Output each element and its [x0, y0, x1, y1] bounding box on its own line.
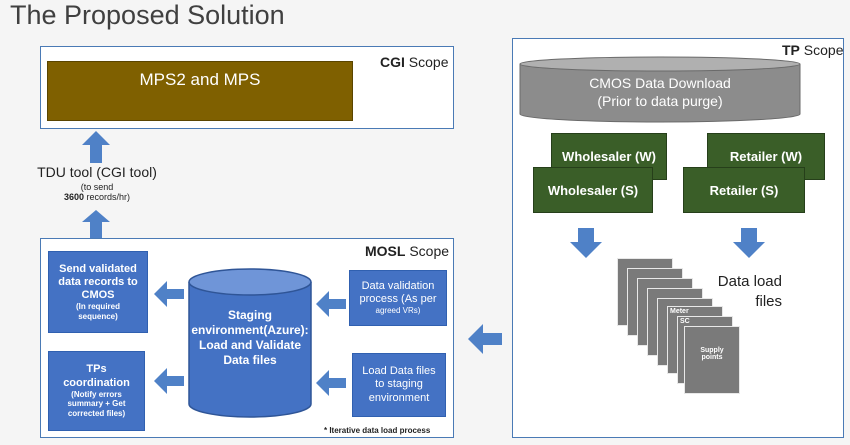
send-validated-line: data records to — [58, 275, 138, 288]
retailer-s-box: Retailer (S) — [683, 167, 805, 213]
load-data-line: Load Data files — [362, 365, 436, 378]
load-data-line: environment — [368, 391, 430, 404]
tps-coordination-line: TPs — [86, 363, 107, 376]
sc-file-label: SC — [680, 318, 690, 325]
data-load-files-label: Data load files — [716, 272, 782, 313]
send-validated-box: Send validated data records to CMOS (In … — [48, 251, 148, 333]
staging-line: environment(Azure): — [191, 323, 309, 337]
arrow-down-retailer — [733, 228, 765, 258]
staging-line: Staging — [228, 308, 272, 322]
tdu-rate-value: 3600 — [63, 192, 84, 202]
mosl-scope-suffix: Scope — [405, 243, 450, 259]
data-validation-line: process (As per — [359, 293, 437, 306]
load-data-line: to staging — [375, 378, 423, 391]
send-validated-line: Send validated — [59, 262, 137, 275]
arrow-left-to-tps-coordination — [154, 368, 184, 394]
mosl-scope-name: MOSL — [365, 243, 406, 259]
load-data-box: Load Data files to staging environment — [352, 353, 446, 417]
send-validated-line: CMOS — [81, 289, 115, 301]
supply-points-label: Supply points — [685, 347, 739, 361]
data-validation-line: Data validation — [361, 280, 435, 293]
cmos-download-label: CMOS Data Download (Prior to data purge) — [518, 74, 802, 110]
arrow-up-to-cgi — [82, 131, 110, 163]
meter-file-label: Meter — [670, 308, 689, 315]
arrow-left-to-send-validated — [154, 281, 184, 307]
cgi-scope-label: CGI Scope — [380, 54, 448, 70]
arrow-down-wholesaler — [570, 228, 602, 258]
tps-coordination-line: coordination — [63, 376, 130, 389]
tdu-tool-text: TDU tool (CGI tool) (to send 3600 record… — [14, 164, 180, 202]
arrow-up-from-mosl — [82, 210, 110, 238]
cmos-download-line: CMOS Data Download — [589, 75, 731, 91]
tp-scope-name: TP — [782, 42, 800, 58]
data-file-supply-points: Supply points — [684, 326, 740, 394]
staging-label: Staging environment(Azure): Load and Val… — [188, 308, 312, 368]
data-validation-line: agreed VRs) — [375, 306, 421, 316]
arrow-left-from-load-data — [316, 370, 346, 396]
tdu-tool-note: (to send — [80, 182, 114, 192]
wholesaler-s-box: Wholesaler (S) — [533, 167, 653, 213]
iterative-footnote: * Iterative data load process — [324, 426, 431, 435]
tps-coordination-line: corrected files) — [67, 408, 126, 418]
mosl-scope-label: MOSL Scope — [365, 243, 449, 259]
tps-coordination-line: summary + Get — [67, 399, 126, 409]
data-load-line: files — [755, 293, 782, 311]
tps-coordination-line: (Notify errors — [71, 389, 122, 399]
tp-scope-suffix: Scope — [799, 42, 844, 58]
tp-scope-label: TP Scope — [782, 42, 843, 58]
tps-coordination-box: TPs coordination (Notify errors summary … — [48, 351, 145, 431]
supply-points-line: Supply — [700, 347, 724, 354]
cmos-download-cylinder — [519, 56, 801, 123]
cmos-download-line: (Prior to data purge) — [597, 93, 723, 110]
send-validated-line: sequence) — [78, 311, 118, 321]
tdu-rate-unit: records/hr) — [84, 192, 131, 202]
arrow-left-from-validation — [316, 291, 346, 317]
tdu-tool-rate: 3600 records/hr) — [14, 192, 180, 202]
send-validated-line: (In required — [75, 302, 120, 312]
staging-line: Load and Validate — [198, 338, 302, 352]
staging-cylinder — [188, 268, 312, 418]
data-load-line: Data load — [717, 273, 782, 290]
cgi-scope-suffix: Scope — [404, 54, 449, 70]
data-validation-box: Data validation process (As per agreed V… — [349, 270, 447, 326]
staging-line: Data files — [223, 353, 277, 367]
mps-block: MPS2 and MPS — [47, 61, 353, 121]
arrow-left-tp-to-mosl — [468, 324, 502, 354]
page-title: The Proposed Solution — [10, 0, 285, 30]
cgi-scope-name: CGI — [380, 54, 405, 70]
tdu-tool-name: TDU tool (CGI tool) — [37, 164, 157, 180]
supply-points-line: points — [701, 354, 723, 361]
